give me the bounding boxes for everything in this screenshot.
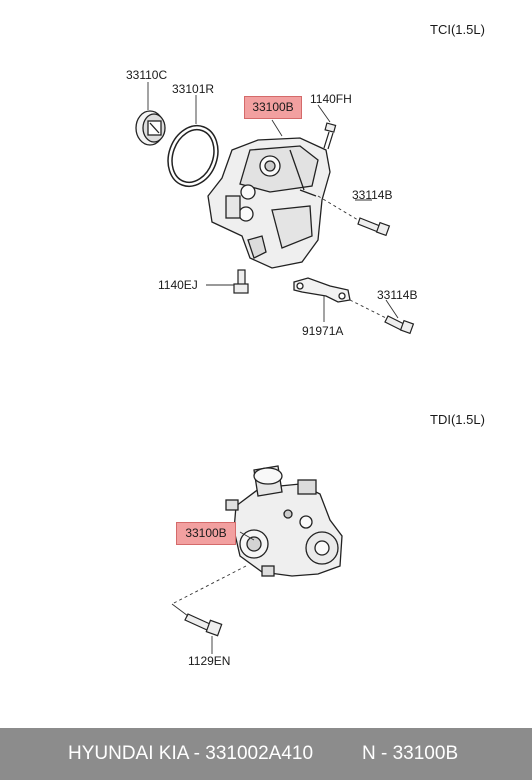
bolt-1140fh bbox=[323, 122, 337, 150]
variant-label-tdi: TDI(1.5L) bbox=[430, 412, 485, 427]
bracket-part bbox=[293, 277, 351, 303]
o-ring-part bbox=[167, 124, 219, 188]
pump-body-tdi bbox=[225, 465, 343, 577]
bolt-1129en bbox=[184, 613, 223, 637]
bolt-33114b-lower bbox=[384, 315, 415, 335]
pump-body-tci bbox=[207, 137, 331, 269]
callout-1140ej: 1140EJ bbox=[158, 278, 198, 292]
seal-cap-part bbox=[135, 110, 166, 146]
callout-1129en: 1129EN bbox=[188, 654, 231, 668]
callout-33100b-highlight: 33100B bbox=[244, 96, 302, 119]
leader-lines-tci bbox=[147, 82, 399, 322]
callout-91971a: 91971A bbox=[302, 324, 344, 338]
callout-33100b-tdi-highlight: 33100B bbox=[176, 522, 236, 545]
leader-lines-tdi bbox=[171, 531, 255, 654]
callout-33114b-lower: 33114B bbox=[377, 288, 418, 302]
footer-bar: HYUNDAI KIA - 331002A410 N - 33100B bbox=[0, 728, 532, 780]
bolt-1140ej bbox=[233, 269, 249, 294]
callout-33101r: 33101R bbox=[172, 82, 215, 96]
variant-label-tci: TCI(1.5L) bbox=[430, 22, 485, 37]
parts-diagram: TCI(1.5L) 33110C 33101R 33100B 1140FH 33… bbox=[126, 22, 485, 669]
footer-ref-code: N - 33100B bbox=[362, 743, 459, 764]
callout-33114b-upper: 33114B bbox=[352, 188, 393, 202]
callout-1140fh: 1140FH bbox=[310, 92, 352, 106]
callout-33110c: 33110C bbox=[126, 68, 168, 82]
diagram-drawing bbox=[135, 82, 415, 654]
bolt-33114b-upper bbox=[357, 217, 391, 237]
footer-part-number: HYUNDAI KIA - 331002A410 bbox=[68, 743, 314, 764]
